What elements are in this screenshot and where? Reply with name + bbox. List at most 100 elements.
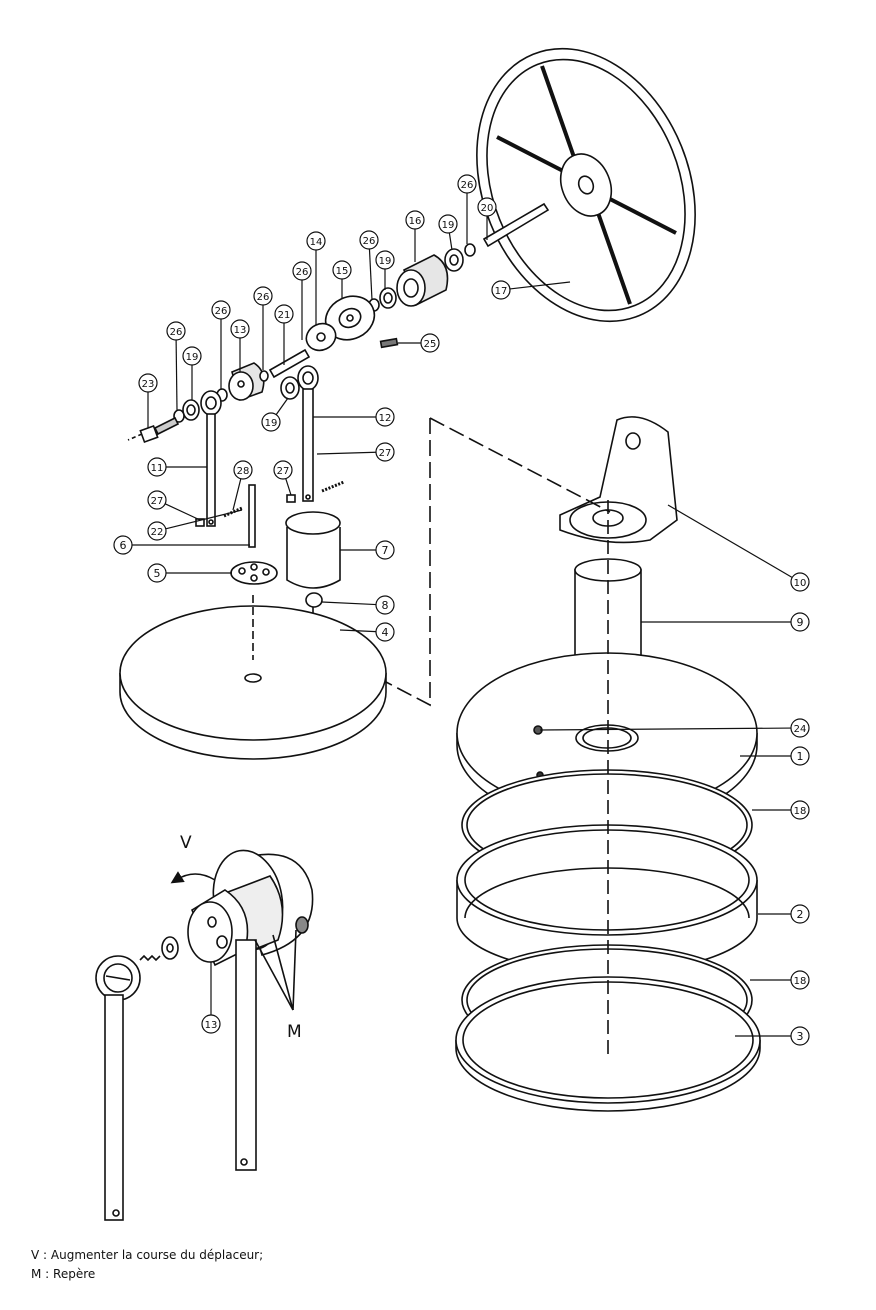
callout-9: 9 [641, 612, 810, 632]
callout-number: 26 [363, 236, 376, 247]
callout-circle [273, 460, 293, 480]
callout-26: 26 [359, 230, 379, 301]
callout-8: 8 [321, 595, 395, 615]
callout-number: 21 [278, 310, 291, 321]
callout-number: 14 [310, 237, 323, 248]
crankshaft-assembly [127, 243, 476, 444]
callout-number: 19 [442, 220, 455, 231]
callout-circle [790, 1026, 810, 1046]
callout-circle [375, 540, 395, 560]
cylinder-ring [456, 824, 758, 974]
callout-26: 26 [166, 321, 186, 411]
crank-detail-view [95, 849, 314, 1221]
callout-circle [138, 373, 158, 393]
callout-28: 28 [232, 460, 253, 511]
callout-4: 4 [339, 622, 395, 642]
callout-number: 20 [481, 203, 494, 214]
callout-3: 3 [735, 1026, 810, 1046]
callout-number: 26 [296, 267, 309, 278]
callout-circle [147, 563, 167, 583]
callout-leader [339, 629, 377, 633]
callout-5: 5 [147, 563, 232, 583]
callout-17: 17 [491, 280, 571, 300]
callout-number: 16 [409, 216, 422, 227]
callout-24: 24 [539, 718, 810, 738]
callout-19: 19 [261, 397, 289, 432]
legend-line-v: V : Augmenter la course du déplaceur; [31, 1248, 264, 1262]
callout-25: 25 [398, 333, 440, 353]
callout-circle [790, 970, 810, 990]
callout-circle [147, 490, 167, 510]
callout-21: 21 [274, 304, 294, 365]
callout-circle [230, 319, 250, 339]
callout-23: 23 [138, 373, 158, 428]
callout-number: 12 [379, 413, 392, 424]
callout-19: 19 [438, 214, 458, 251]
callout-26: 26 [457, 174, 477, 244]
callout-leader [165, 509, 243, 530]
callout-27: 27 [273, 460, 293, 496]
displacer-disc [119, 595, 387, 760]
callout-6: 6 [113, 535, 250, 555]
callout-leader [316, 451, 377, 455]
label-m: M [287, 1022, 302, 1042]
callout-16: 16 [405, 210, 425, 262]
callout-circle [113, 535, 133, 555]
callout-14: 14 [306, 231, 326, 325]
callout-circle [790, 718, 810, 738]
callout-circle [375, 442, 395, 462]
callout-number: 19 [265, 418, 278, 429]
callout-circle [375, 622, 395, 642]
callout-number: 2 [797, 908, 804, 921]
callout-number: 26 [461, 180, 474, 191]
callout-number: 3 [797, 1030, 804, 1043]
callout-number: 1 [797, 750, 804, 763]
callout-circle [147, 521, 167, 541]
callout-22: 22 [147, 509, 243, 541]
callout-12: 12 [313, 407, 395, 427]
callout-11: 11 [147, 457, 207, 477]
displacer-guide-parts [230, 511, 341, 650]
callout-circle [211, 300, 231, 320]
callout-number: 18 [794, 976, 807, 987]
callout-number: 8 [382, 599, 389, 612]
callout-number: 25 [424, 339, 437, 350]
callout-leader [368, 248, 373, 301]
callout-number: 18 [794, 806, 807, 817]
callout-2: 2 [758, 904, 810, 924]
callout-number: 5 [154, 567, 161, 580]
callout-number: 27 [151, 496, 164, 507]
callout-leader [667, 504, 793, 578]
callout-circle [457, 174, 477, 194]
connecting-rods [195, 388, 345, 548]
callout-number: 15 [336, 266, 349, 277]
callout-26: 26 [292, 261, 312, 340]
callout-number: 24 [794, 724, 807, 735]
callout-26: 26 [211, 300, 231, 390]
callout-number: 27 [379, 448, 392, 459]
callout-leader [232, 478, 242, 511]
callout-circle [306, 231, 326, 251]
callout-number: 9 [797, 616, 804, 629]
callout-13: 13 [230, 319, 250, 372]
label-v: V [180, 833, 192, 853]
callout-number: 19 [379, 256, 392, 267]
callout-number: 19 [186, 352, 199, 363]
legend: V : Augmenter la course du déplaceur; M … [31, 1246, 263, 1284]
callout-26: 26 [253, 286, 273, 370]
callout-circle [147, 457, 167, 477]
callout-19: 19 [182, 346, 202, 400]
callout-20: 20 [477, 197, 497, 240]
callout-circle [405, 210, 425, 230]
callout-number: 26 [170, 327, 183, 338]
callout-18: 18 [752, 800, 810, 820]
callout-leader [164, 503, 201, 521]
callout-27: 27 [147, 490, 201, 521]
callout-15: 15 [332, 260, 352, 298]
callout-leader [448, 232, 453, 251]
callout-18: 18 [750, 970, 810, 990]
callout-leader [321, 601, 377, 606]
